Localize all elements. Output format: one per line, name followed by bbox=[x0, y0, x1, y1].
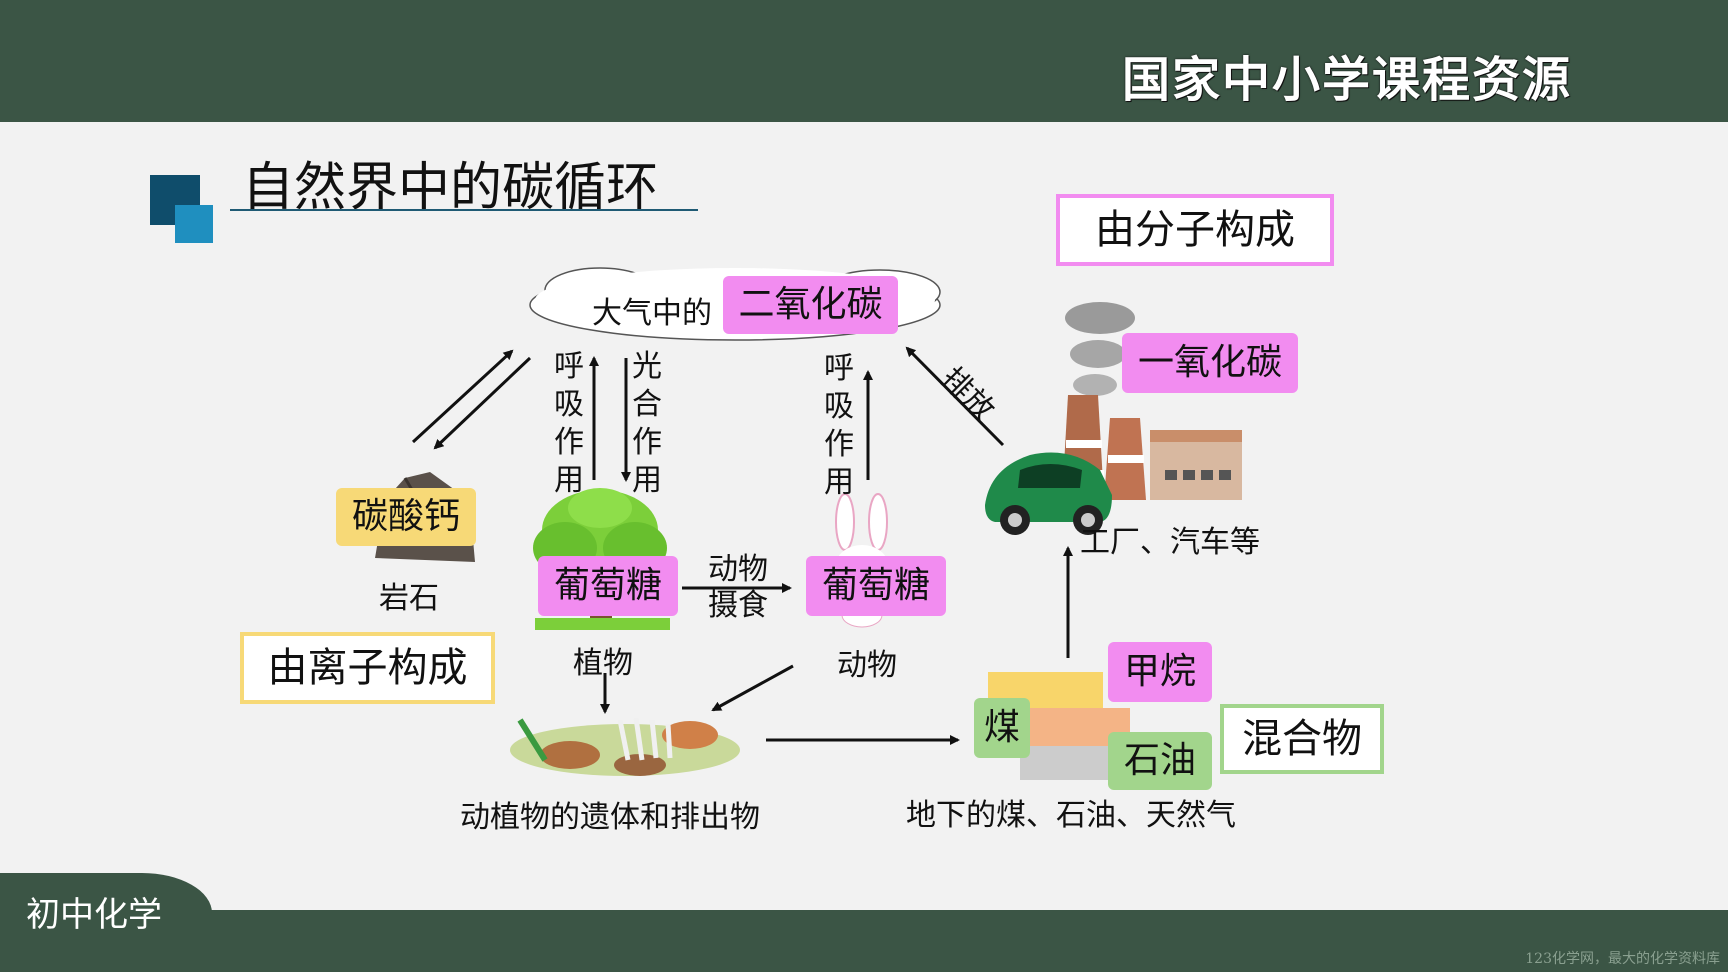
page-title: 自然界中的碳循环 bbox=[242, 158, 659, 218]
car-icon bbox=[985, 452, 1112, 535]
plant-label: 植物 bbox=[573, 646, 633, 681]
co-tag: 一氧化碳 bbox=[1122, 333, 1298, 393]
animal-respiration-label: 呼吸 作用 bbox=[824, 351, 854, 500]
calcium-carbonate-tag: 碳酸钙 bbox=[336, 488, 476, 546]
title-decoration-light bbox=[175, 205, 213, 243]
eating-label: 动物摄食 bbox=[708, 552, 768, 623]
title-underline bbox=[230, 209, 698, 211]
atmosphere-label: 大气中的 bbox=[592, 296, 712, 331]
coal-tag: 煤 bbox=[974, 698, 1030, 758]
animal-label: 动物 bbox=[837, 648, 897, 683]
factory-car-label: 工厂、汽车等 bbox=[1080, 525, 1260, 560]
glucose-animal-tag: 葡萄糖 bbox=[806, 556, 946, 616]
remains-icon bbox=[510, 717, 740, 776]
arrow-emission bbox=[905, 346, 1005, 447]
brand-logo-text: 国家中小学课程资源 bbox=[1121, 52, 1572, 108]
arrow-animal-to-remains bbox=[711, 664, 794, 712]
methane-tag: 甲烷 bbox=[1108, 642, 1212, 702]
rock-label: 岩石 bbox=[379, 581, 439, 616]
remains-label: 动植物的遗体和排出物 bbox=[460, 800, 760, 835]
photosynthesis-label: 光合 作用 bbox=[632, 349, 662, 498]
header-bar: 国家中小学课程资源 bbox=[0, 0, 1728, 122]
co2-tag: 二氧化碳 bbox=[723, 276, 898, 334]
glucose-plant-tag: 葡萄糖 bbox=[538, 556, 678, 616]
arrow-air-to-rock bbox=[433, 356, 532, 450]
watermark: 123化学网，最大的化学资料库 bbox=[1525, 951, 1720, 967]
arrow-rock-to-air bbox=[411, 349, 514, 444]
subject-tab: 初中化学 bbox=[0, 873, 212, 972]
petroleum-tag: 石油 bbox=[1108, 732, 1212, 790]
footer-bar bbox=[0, 910, 1728, 972]
fossil-fuels-label: 地下的煤、石油、天然气 bbox=[906, 798, 1236, 833]
molecular-label: 由分子构成 bbox=[1056, 194, 1334, 266]
subject-label: 初中化学 bbox=[26, 895, 162, 935]
mixture-label: 混合物 bbox=[1220, 704, 1384, 774]
plant-respiration-label: 呼吸 作用 bbox=[554, 349, 584, 498]
fossil-layers-icon bbox=[988, 672, 1130, 780]
ionic-label: 由离子构成 bbox=[240, 632, 495, 704]
